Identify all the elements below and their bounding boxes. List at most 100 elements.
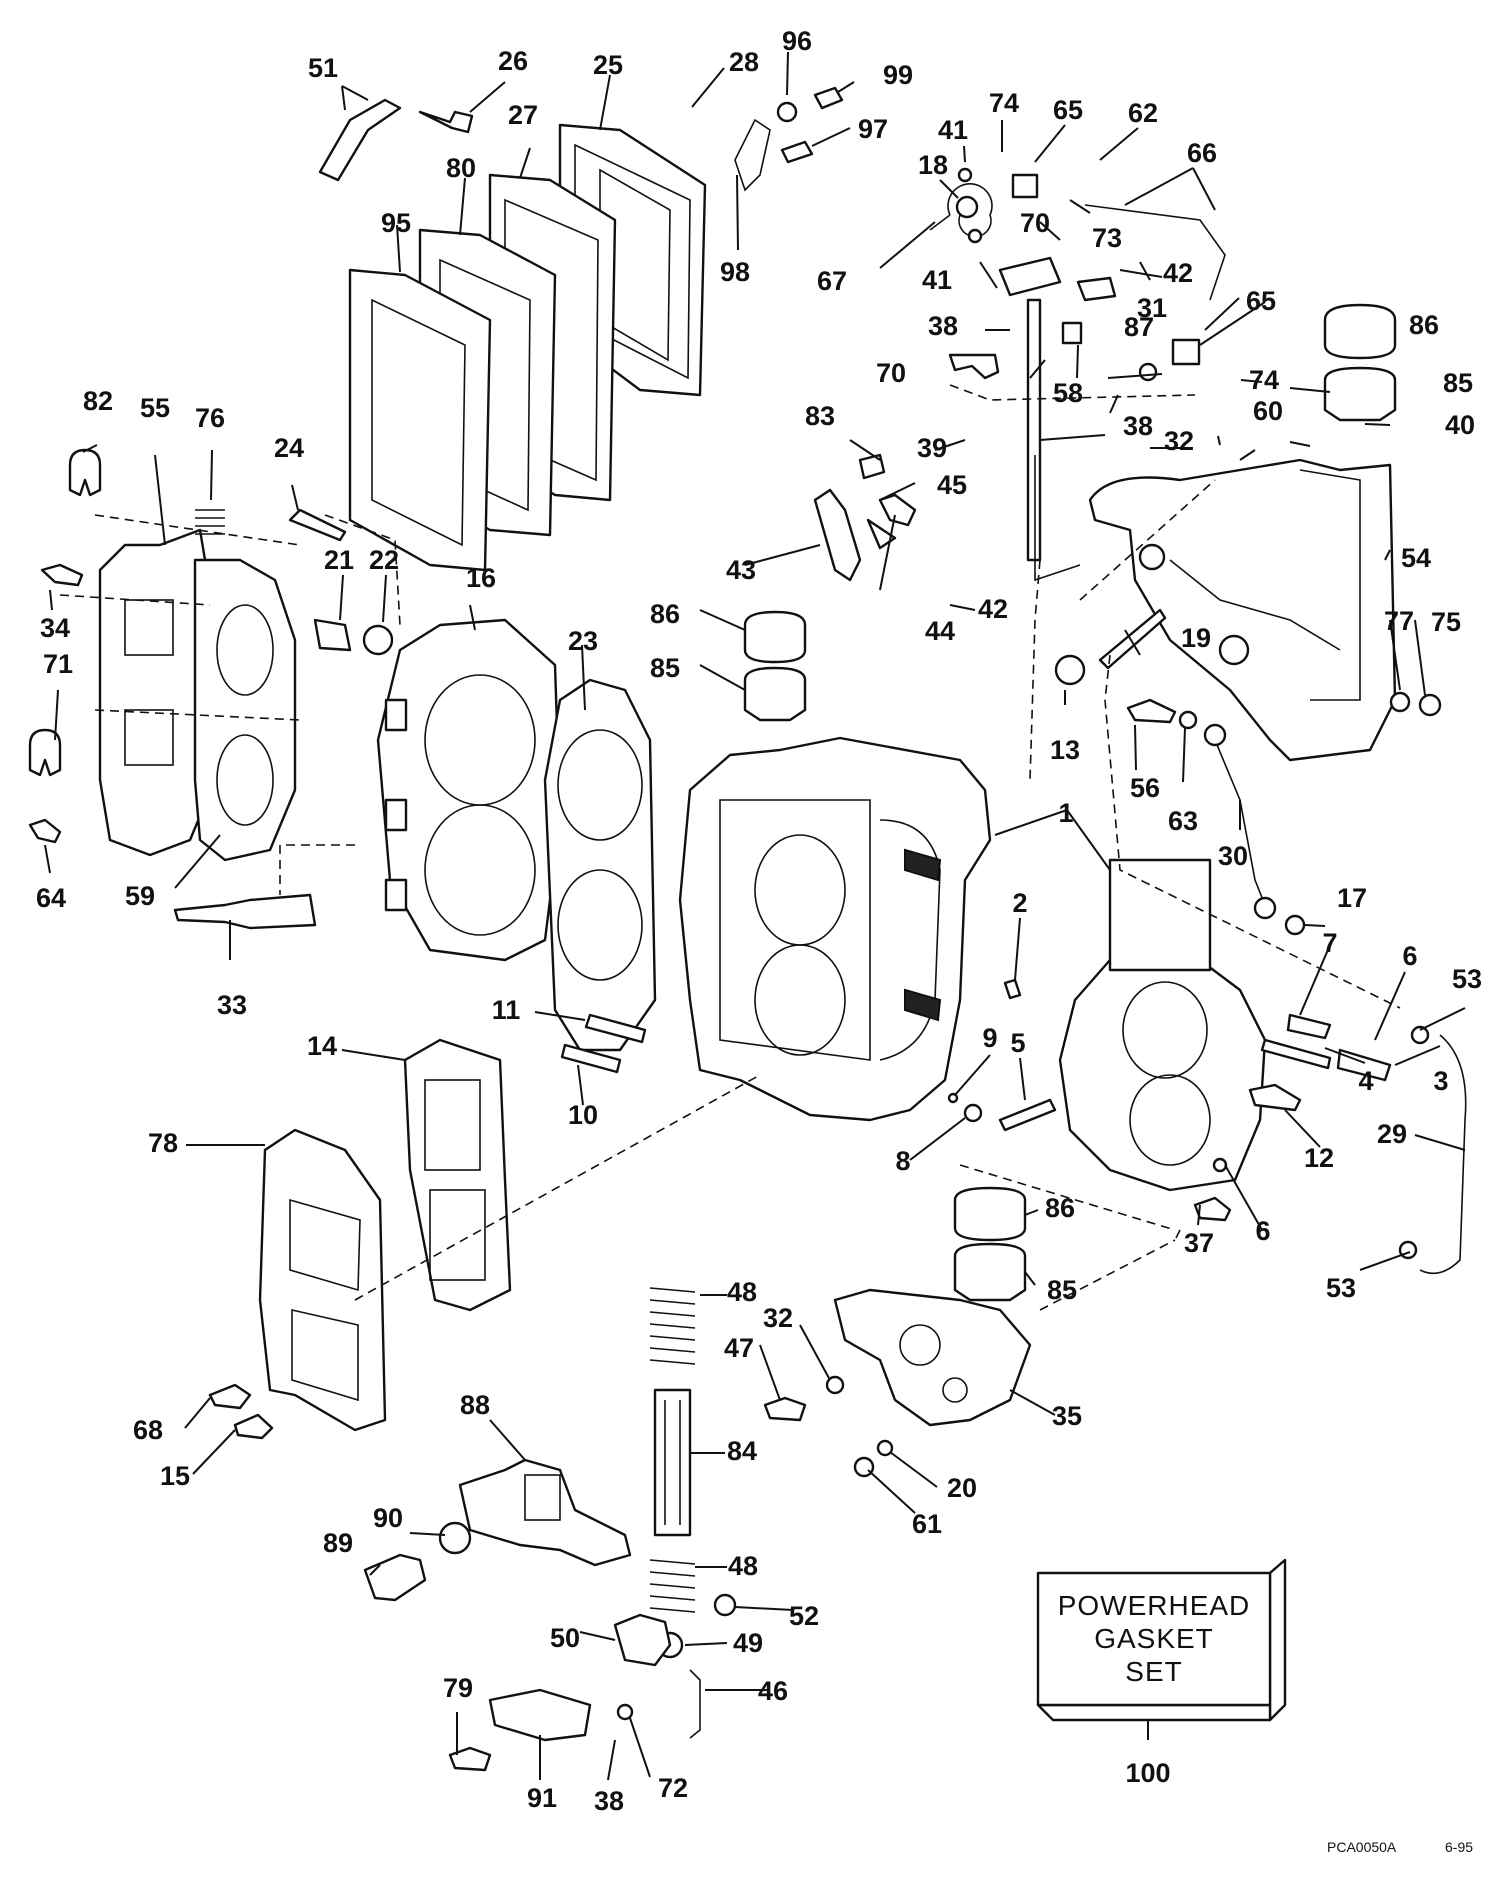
part-number-label: 46 — [758, 1676, 788, 1706]
part-number-label: 40 — [1445, 410, 1475, 440]
screw-part — [363, 1553, 427, 1602]
part-number-label: 45 — [937, 470, 967, 500]
part-number-label: 60 — [1253, 396, 1283, 426]
powerhead-gasket-set-box: POWERHEAD GASKET SET 100 — [1036, 1558, 1287, 1788]
part-number-label: 86 — [1045, 1193, 1075, 1223]
part-number-label: 44 — [925, 616, 955, 646]
part-number-label: 33 — [217, 990, 247, 1020]
part-number-label: 70 — [1020, 208, 1050, 238]
part-number-label: 35 — [1052, 1401, 1082, 1431]
part-number-label: 75 — [1431, 607, 1461, 637]
part-number-label: 59 — [125, 881, 155, 911]
part-number-label: 86 — [650, 599, 680, 629]
bracket-part — [734, 118, 771, 192]
part-number-label: 96 — [782, 26, 812, 56]
part-number-label: 89 — [323, 1528, 353, 1558]
part-number-label: 25 — [593, 50, 623, 80]
part-number-label: 79 — [443, 1673, 473, 1703]
part-number-label: 68 — [133, 1415, 163, 1445]
part-number-label: 22 — [369, 545, 399, 575]
part-number-label: 73 — [1092, 223, 1122, 253]
gasket-set-line-2: GASKET — [1094, 1623, 1214, 1654]
part-number-label: 65 — [1246, 286, 1276, 316]
part-number-label: 1 — [1058, 798, 1073, 828]
part-number-label: 8 — [895, 1146, 910, 1176]
part-number-label: 72 — [658, 1773, 688, 1803]
part-number-label: 95 — [381, 208, 411, 238]
part-number-label: 30 — [1218, 841, 1248, 871]
rubber-mount-part — [1323, 303, 1397, 360]
throttle-arm-part — [613, 1613, 672, 1667]
mounting-bracket-part — [833, 1288, 1032, 1427]
part-number-label: 12 — [1304, 1143, 1334, 1173]
figure-code-id: PCA0050A — [1327, 1839, 1397, 1855]
spring-part — [929, 183, 993, 238]
part-number-label: 82 — [83, 386, 113, 416]
part-number-label: 31 — [1137, 293, 1167, 323]
part-number-label: 52 — [789, 1601, 819, 1631]
part-number-label: 85 — [650, 653, 680, 683]
part-number-label: 39 — [917, 433, 947, 463]
part-number-label: 53 — [1326, 1273, 1356, 1303]
part-number-label: 76 — [195, 403, 225, 433]
part-number-label: 64 — [36, 883, 66, 913]
alignment-lines — [59, 384, 1401, 1311]
part-number-label: 32 — [763, 1303, 793, 1333]
part-number-label: 84 — [727, 1436, 757, 1466]
part-number-label: 37 — [1184, 1228, 1214, 1258]
figure-code-date: 6-95 — [1445, 1839, 1473, 1855]
part-number-label: 58 — [1053, 378, 1083, 408]
part-number-label: 34 — [40, 613, 70, 643]
part-number-label: 56 — [1130, 773, 1160, 803]
part-number-label: 74 — [1249, 365, 1279, 395]
part-number-label: 38 — [928, 311, 958, 341]
gasket-set-box-side — [1268, 1558, 1287, 1722]
part-number-label: 53 — [1452, 964, 1482, 994]
cylinder-head-part — [376, 618, 562, 962]
gasket-set-number: 100 — [1125, 1758, 1170, 1788]
spring-part — [649, 1287, 696, 1365]
parts-artwork — [28, 86, 1467, 1772]
part-number-label: 14 — [307, 1031, 337, 1061]
part-number-label: 65 — [1053, 95, 1083, 125]
figure-code: PCA0050A 6-95 — [1327, 1839, 1473, 1855]
part-number-label: 43 — [726, 555, 756, 585]
part-number-label: 4 — [1358, 1066, 1373, 1096]
part-number-label: 6 — [1402, 941, 1417, 971]
swivel-bracket-part — [1088, 458, 1397, 762]
part-number-label: 71 — [43, 649, 73, 679]
gasket-set-box-front — [1036, 1571, 1272, 1707]
part-number-label: 99 — [883, 60, 913, 90]
part-number-label: 47 — [724, 1333, 754, 1363]
part-number-label: 85 — [1047, 1275, 1077, 1305]
gasket-set-line-1: POWERHEAD — [1058, 1590, 1251, 1621]
part-number-label: 23 — [568, 626, 598, 656]
part-number-label: 70 — [876, 358, 906, 388]
part-number-label: 91 — [527, 1783, 557, 1813]
part-number-label: 77 — [1384, 606, 1414, 636]
head-gasket-part — [543, 678, 657, 1052]
part-number-label: 10 — [568, 1100, 598, 1130]
gasket-set-line-3: SET — [1125, 1656, 1182, 1687]
part-number-label: 98 — [720, 257, 750, 287]
part-number-label: 55 — [140, 393, 170, 423]
hose-part — [318, 98, 402, 182]
intake-gasket-part — [403, 1038, 512, 1312]
gasket-set-box-bottom — [1036, 1703, 1272, 1722]
part-number-label: 48 — [728, 1551, 758, 1581]
gasket-part — [193, 558, 297, 862]
part-number-label: 24 — [274, 433, 304, 463]
part-number-label: 11 — [492, 995, 521, 1025]
part-number-label: 17 — [1337, 883, 1367, 913]
part-number-label: 88 — [460, 1390, 490, 1420]
rubber-mount-part — [1323, 366, 1397, 422]
part-number-label: 16 — [466, 563, 496, 593]
part-number-label: 83 — [805, 401, 835, 431]
throttle-shaft-part — [1026, 298, 1042, 562]
part-number-label: 7 — [1322, 928, 1337, 958]
part-number-label: 66 — [1187, 138, 1217, 168]
part-number-label: 61 — [912, 1509, 942, 1539]
part-number-label: 27 — [508, 100, 538, 130]
rod-part — [653, 1388, 692, 1537]
part-number-label: 20 — [947, 1473, 977, 1503]
